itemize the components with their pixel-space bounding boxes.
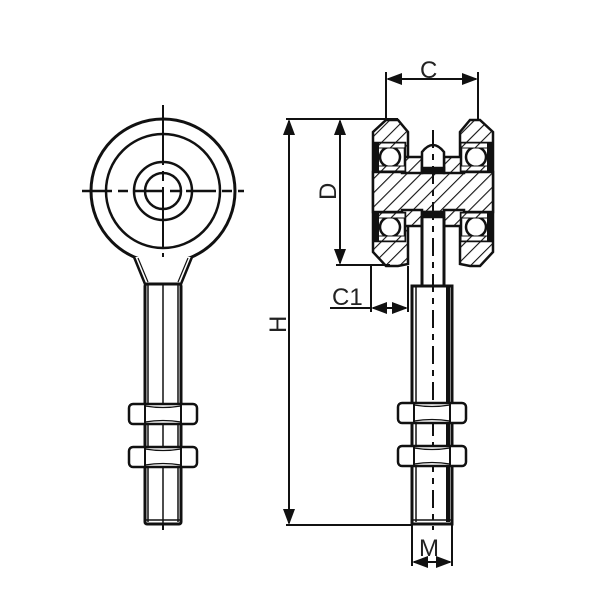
- dimension-label-d: D: [315, 183, 342, 200]
- bearing-bottom-left: [373, 211, 407, 243]
- dimension-label-h: H: [265, 316, 292, 333]
- dimension-label-c1: C1: [332, 284, 363, 311]
- bearing-top-left: [373, 141, 407, 173]
- bearing-top-right: [459, 141, 493, 173]
- dimension-lines: [283, 72, 479, 568]
- section-hex-nut-upper: [396, 401, 468, 425]
- hex-nut-lower: [127, 445, 199, 469]
- section-hex-nut-lower: [396, 444, 468, 468]
- dimension-label-c: C: [420, 57, 437, 84]
- bearing-bottom-right: [459, 211, 493, 243]
- dimension-label-m: M: [419, 535, 439, 562]
- section-view: [371, 118, 495, 530]
- front-view: [82, 105, 244, 530]
- hex-nut-upper: [127, 402, 199, 426]
